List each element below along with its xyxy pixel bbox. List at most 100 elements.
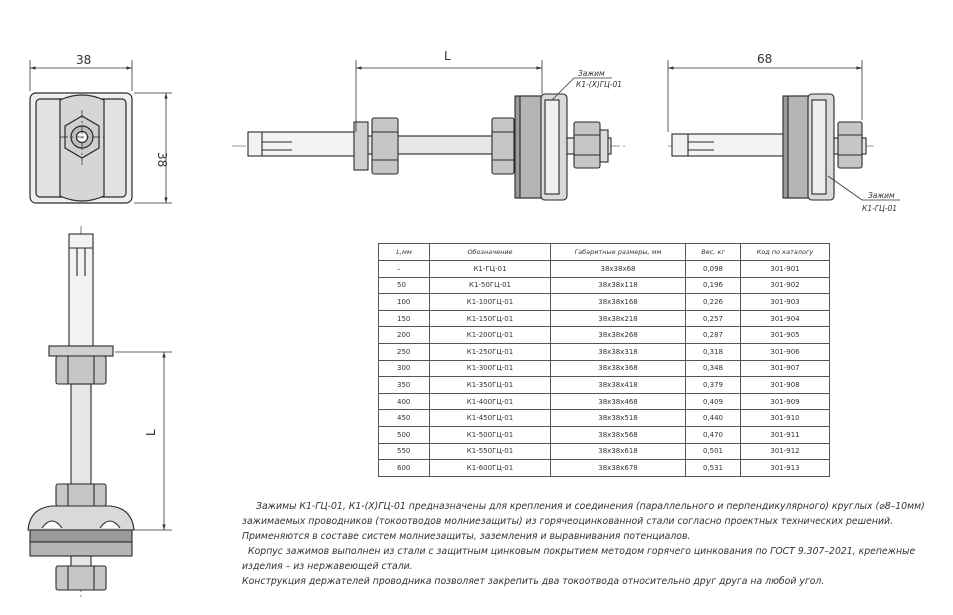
dim-L-vertical-label: L: [144, 429, 158, 436]
col-header-dimensions: Габаритные размеры, мм: [550, 243, 686, 261]
cell-weight: 0,409: [685, 392, 741, 411]
cell-designation: К1-100ГЦ-01: [429, 293, 551, 311]
callout-right-label: Зажим: [868, 191, 895, 200]
cell-dimensions: 38х38х518: [550, 409, 686, 427]
cell-designation: К1-500ГЦ-01: [429, 425, 551, 444]
cell-length: 50: [378, 276, 430, 295]
dim-68: [667, 60, 863, 132]
top-view-clamp: [29, 92, 133, 204]
dim-38-width: [29, 60, 133, 91]
cell-catalog-code: 301-901: [740, 260, 830, 278]
col-header-weight: Вес, кг: [685, 243, 741, 261]
cell-catalog-code: 301-910: [740, 409, 830, 427]
description-paragraph-3: Конструкция держателей проводника позвол…: [242, 576, 825, 587]
cell-catalog-code: 301-903: [740, 293, 830, 311]
dim-68-label: 68: [757, 52, 772, 66]
cell-dimensions: 38х38х678: [550, 459, 686, 477]
cell-designation: К1-400ГЦ-01: [429, 392, 551, 411]
spec-table: L,мм Обозначение Габаритные размеры, мм …: [378, 243, 830, 477]
cell-length: 100: [378, 293, 430, 311]
cell-designation: К1-250ГЦ-01: [429, 342, 551, 361]
callout-right-code: К1-ГЦ-01: [862, 204, 897, 213]
col-header-length: L,мм: [378, 243, 430, 261]
cell-catalog-code: 301-912: [740, 442, 830, 461]
dim-38-height: [134, 92, 172, 204]
description-paragraph-1: Зажимы К1-ГЦ-01, К1-(Х)ГЦ-01 предназначе…: [242, 501, 925, 542]
cell-length: 400: [378, 392, 430, 411]
cell-length: –: [378, 260, 430, 278]
description-text: Зажимы К1-ГЦ-01, К1-(Х)ГЦ-01 предназначе…: [242, 499, 952, 589]
cell-catalog-code: 301-905: [740, 326, 830, 344]
cell-dimensions: 38х38х468: [550, 392, 686, 411]
cell-catalog-code: 301-908: [740, 376, 830, 394]
cell-catalog-code: 301-904: [740, 309, 830, 328]
callout-center-label: Зажим: [578, 69, 605, 78]
short-clamp-side-view: [668, 93, 874, 201]
cell-length: 300: [378, 359, 430, 378]
cell-length: 450: [378, 409, 430, 427]
cell-length: 350: [378, 376, 430, 394]
cell-length: 250: [378, 342, 430, 361]
cell-dimensions: 38х38х418: [550, 376, 686, 394]
cell-weight: 0,531: [685, 459, 741, 477]
cell-weight: 0,379: [685, 376, 741, 394]
cell-designation: К1-600ГЦ-01: [429, 459, 551, 477]
cell-dimensions: 38х38х168: [550, 293, 686, 311]
dim-L-vertical: [115, 351, 172, 531]
col-header-designation: Обозначение: [429, 243, 551, 261]
cell-designation: К1-150ГЦ-01: [429, 309, 551, 328]
cell-designation: К1-450ГЦ-01: [429, 409, 551, 427]
cell-weight: 0,287: [685, 326, 741, 344]
cell-designation: К1-ГЦ-01: [429, 260, 551, 278]
cell-length: 500: [378, 425, 430, 444]
cell-dimensions: 38х38х618: [550, 442, 686, 461]
cell-dimensions: 38х38х568: [550, 425, 686, 444]
cell-dimensions: 38х38х118: [550, 276, 686, 295]
cell-catalog-code: 301-911: [740, 425, 830, 444]
callout-right-clamp: [827, 175, 900, 201]
cell-designation: К1-300ГЦ-01: [429, 359, 551, 378]
cell-weight: 0,348: [685, 359, 741, 378]
long-clamp-side-view: [232, 93, 626, 201]
cell-weight: 0,440: [685, 409, 741, 427]
cell-designation: К1-50ГЦ-01: [429, 276, 551, 295]
cell-catalog-code: 301-913: [740, 459, 830, 477]
cell-designation: К1-350ГЦ-01: [429, 376, 551, 394]
cell-weight: 0,257: [685, 309, 741, 328]
col-header-catalog-code: Код по каталогу: [740, 243, 830, 261]
callout-center-clamp: [551, 77, 612, 101]
cell-dimensions: 38х38х318: [550, 342, 686, 361]
dim-38-height-label: 38: [155, 152, 169, 167]
dim-38-width-label: 38: [76, 53, 91, 67]
dim-L-top: [355, 60, 543, 132]
cell-weight: 0,226: [685, 293, 741, 311]
cell-dimensions: 38х38х68: [550, 260, 686, 278]
cell-length: 200: [378, 326, 430, 344]
cell-catalog-code: 301-907: [740, 359, 830, 378]
cell-catalog-code: 301-902: [740, 276, 830, 295]
cell-length: 150: [378, 309, 430, 328]
cell-designation: К1-550ГЦ-01: [429, 442, 551, 461]
cell-catalog-code: 301-906: [740, 342, 830, 361]
cell-designation: К1-200ГЦ-01: [429, 326, 551, 344]
table-header-row: L,мм Обозначение Габаритные размеры, мм …: [378, 243, 830, 261]
cell-dimensions: 38х38х268: [550, 326, 686, 344]
dim-L-top-label: L: [444, 49, 451, 63]
cell-catalog-code: 301-909: [740, 392, 830, 411]
cell-dimensions: 38х38х218: [550, 309, 686, 328]
cell-weight: 0,318: [685, 342, 741, 361]
callout-center-code: К1-(Х)ГЦ-01: [576, 80, 622, 89]
cell-dimensions: 38х38х368: [550, 359, 686, 378]
description-paragraph-2: Корпус зажимов выполнен из стали с защит…: [242, 546, 916, 572]
